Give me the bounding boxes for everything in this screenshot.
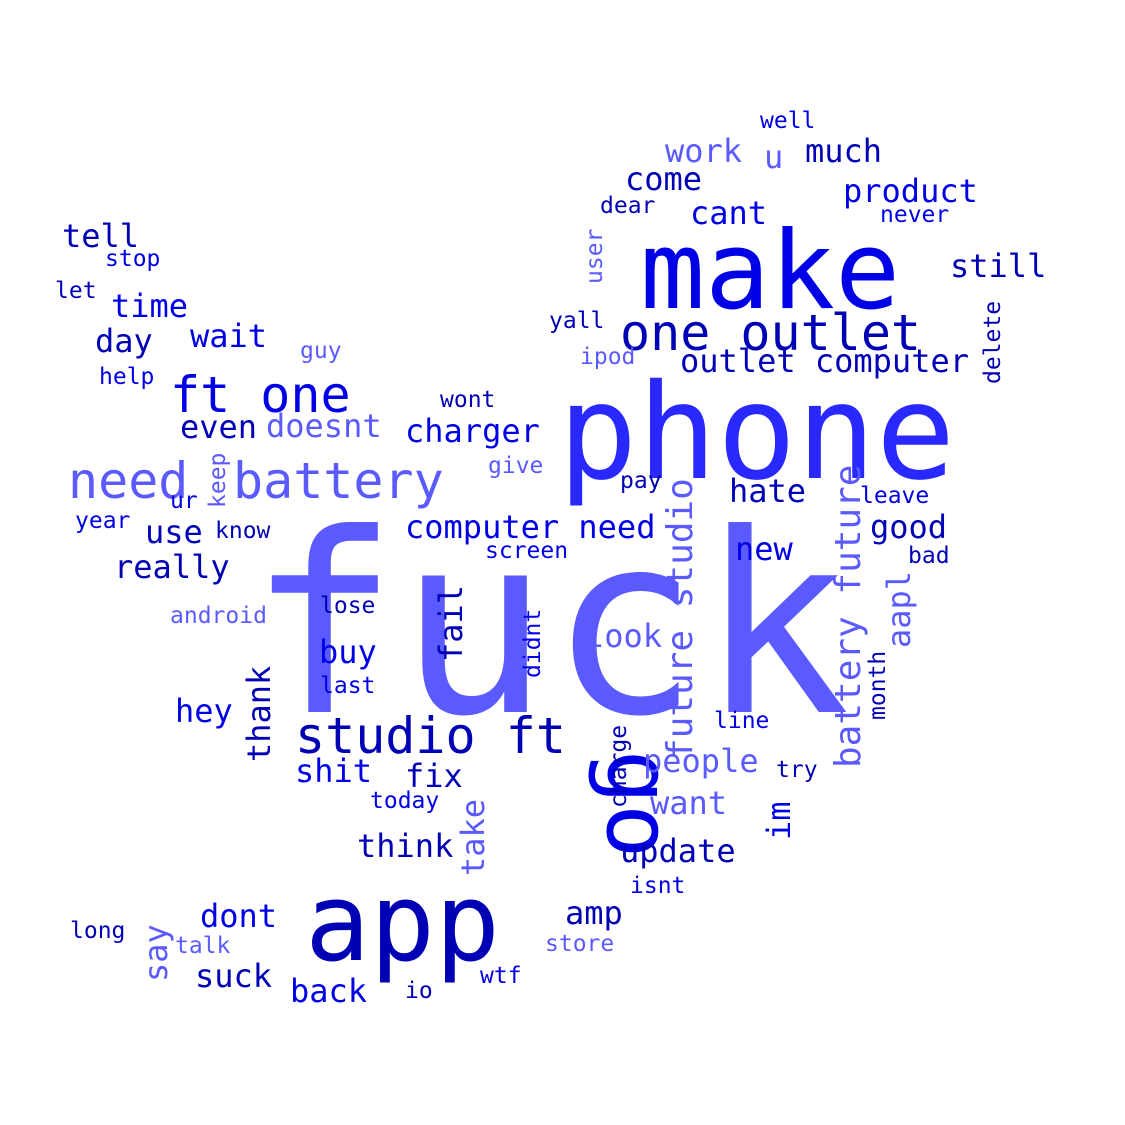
word-amp: amp — [565, 894, 623, 932]
word-user: user — [582, 229, 608, 284]
word-try: try — [776, 757, 818, 783]
word-fail: fail — [432, 585, 470, 662]
word-charger: charger — [405, 412, 540, 450]
word-isnt: isnt — [630, 873, 685, 899]
word-stop: stop — [105, 246, 160, 272]
word-year: year — [75, 508, 130, 534]
word-store: store — [545, 931, 614, 957]
word-doesnt: doesnt — [266, 407, 382, 445]
word-leave: leave — [860, 483, 929, 509]
word-people: people — [643, 742, 759, 780]
word-hate: hate — [729, 472, 806, 510]
word-aapl: aapl — [880, 571, 918, 648]
word-line: line — [714, 708, 769, 734]
word-guy: guy — [300, 338, 342, 364]
word-dear: dear — [600, 193, 655, 219]
word-buy: buy — [319, 633, 377, 671]
word-say: say — [137, 924, 175, 982]
word-day: day — [95, 322, 153, 360]
word-update: update — [620, 832, 736, 870]
word-even: even — [180, 408, 257, 446]
word-time: time — [111, 287, 188, 325]
word-android: android — [170, 603, 267, 629]
word-give: give — [488, 453, 543, 479]
word-month: month — [865, 651, 891, 720]
word-pay: pay — [620, 468, 662, 494]
word-help: help — [99, 364, 154, 390]
word-come: come — [625, 160, 702, 198]
word-last: last — [320, 673, 375, 699]
word-phone: phone — [558, 356, 955, 510]
word-keep: keep — [205, 453, 231, 508]
word-fix: fix — [405, 757, 463, 795]
word-new: new — [735, 530, 794, 568]
word-back: back — [290, 972, 367, 1010]
word-outlet-computer: outlet computer — [680, 342, 969, 380]
word-long: long — [70, 918, 125, 944]
word-im: im — [760, 801, 798, 840]
word-bad: bad — [908, 543, 950, 569]
word-still: still — [950, 247, 1046, 285]
word-well: well — [760, 108, 815, 134]
word-yall: yall — [549, 308, 604, 334]
word-much: much — [805, 132, 882, 170]
word-product: product — [843, 172, 978, 210]
word-look: look — [585, 617, 662, 655]
word-io: io — [405, 978, 433, 1004]
word-go: go — [586, 750, 691, 858]
word-ipod: ipod — [580, 344, 635, 370]
word-thank: thank — [240, 666, 278, 762]
word-never: never — [880, 202, 949, 228]
word-one-outlet: one outlet — [620, 304, 921, 362]
word-fuck: fuck — [248, 480, 850, 771]
word-work: work — [665, 132, 742, 170]
word-computer-need: computer need — [405, 508, 655, 546]
word-delete: delete — [980, 301, 1006, 384]
word-wont: wont — [440, 387, 495, 413]
word-lose: lose — [320, 593, 375, 619]
word-suck: suck — [195, 957, 272, 995]
word-cant: cant — [690, 194, 767, 232]
word-charge: charge — [606, 725, 632, 808]
word-tell: tell — [62, 217, 139, 255]
word-didnt: didnt — [520, 609, 546, 678]
word-wait: wait — [190, 317, 267, 355]
word-wtf: wtf — [480, 963, 522, 989]
word-really: really — [114, 548, 230, 586]
word-u: u — [764, 138, 783, 176]
word-good: good — [870, 508, 947, 546]
word-app: app — [305, 861, 500, 986]
word-screen: screen — [485, 538, 568, 564]
word-today: today — [370, 788, 439, 814]
word-dont: dont — [200, 897, 277, 935]
word-let: let — [55, 278, 97, 304]
word-battery: battery — [233, 452, 444, 510]
word-ft-one: ft one — [170, 366, 351, 424]
word-talk: talk — [175, 933, 231, 959]
word-future-studio: future studio — [660, 478, 701, 760]
word-want: want — [650, 784, 727, 822]
word-use: use — [145, 513, 203, 551]
word-make: make — [640, 209, 900, 334]
word-know: know — [215, 518, 271, 544]
word-hey: hey — [175, 692, 233, 730]
word-need: need — [68, 452, 188, 510]
word-think: think — [357, 827, 453, 865]
word-battery-future: battery future — [828, 465, 869, 768]
word-shit: shit — [295, 752, 372, 790]
word-take: take — [454, 799, 492, 876]
word-studio-ft: studio ft — [295, 707, 566, 765]
word-ur: ur — [170, 488, 198, 514]
